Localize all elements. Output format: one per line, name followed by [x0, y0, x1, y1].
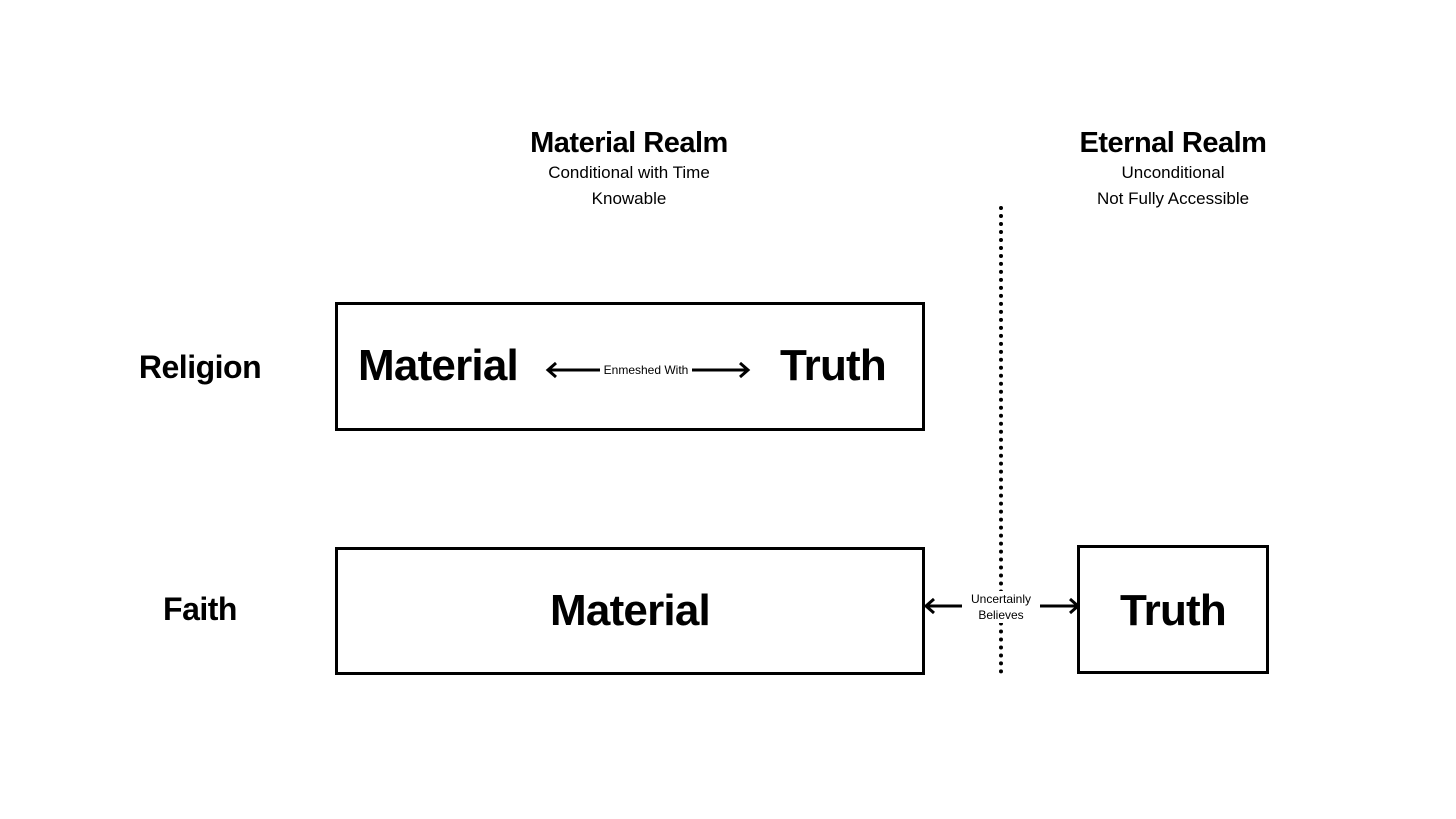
religion-box: Material Truth Enmeshed With [335, 302, 925, 431]
material-realm-line1: Conditional with Time [548, 163, 710, 182]
eternal-realm-line2: Not Fully Accessible [1096, 189, 1250, 208]
religion-truth-word: Truth [780, 341, 887, 390]
uncertainly-believes-line2: Believes [978, 608, 1024, 622]
eternal-realm-line1: Unconditional [1121, 163, 1225, 182]
eternal-realm-title: Eternal Realm [1079, 127, 1267, 159]
row-label-religion: Religion [138, 349, 262, 385]
material-realm-header: Material Realm Conditional with Time Kno… [469, 126, 789, 212]
enmeshed-with-label: Enmeshed With [600, 362, 692, 378]
faith-truth-box: Truth [1077, 545, 1269, 674]
realm-divider [999, 206, 1003, 674]
material-realm-title: Material Realm [530, 127, 728, 159]
faith-truth-word: Truth [1120, 586, 1227, 635]
uncertainly-believes-label: Uncertainly Believes [962, 591, 1040, 623]
faith-material-box: Material [335, 547, 925, 675]
religion-material-word: Material [358, 341, 519, 390]
eternal-realm-header: Eternal Realm Unconditional Not Fully Ac… [1013, 126, 1333, 212]
uncertainly-believes-line1: Uncertainly [970, 592, 1032, 606]
faith-material-word: Material [550, 586, 711, 635]
material-realm-line2: Knowable [591, 189, 667, 208]
row-label-faith: Faith [163, 591, 237, 627]
